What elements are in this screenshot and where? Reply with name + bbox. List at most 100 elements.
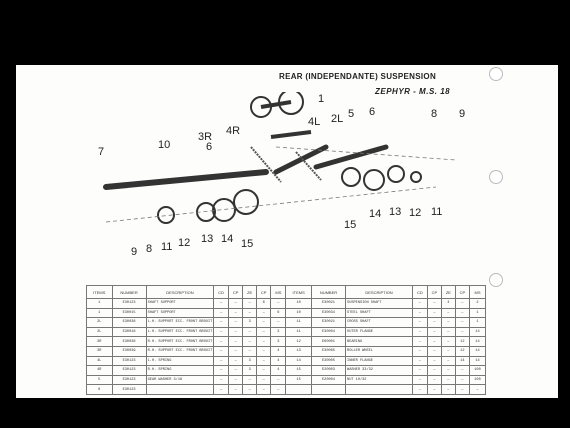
table-cell: SUSPENSION SHAFT (345, 298, 414, 309)
table-cell: L.H. SUPPORT ECC. FRONT BROUIT (145, 326, 215, 338)
table-cell: E30123 (111, 365, 147, 376)
table-cell: — (454, 384, 471, 395)
table-cell: — (255, 374, 272, 386)
table-cell: — (228, 345, 244, 357)
table-cell: E30038 (111, 336, 147, 347)
table-cell: — (228, 365, 244, 376)
table-cell: — (441, 307, 456, 319)
callout-label: 4R (226, 125, 240, 137)
col-header: CD (412, 285, 428, 299)
table-cell: CROSS SHAFT (345, 317, 414, 328)
table-cell: 3 (270, 336, 287, 347)
table-cell: — (255, 365, 272, 376)
table-cell: — (412, 384, 428, 395)
table-cell: — (242, 307, 257, 319)
table-cell: — (441, 384, 456, 395)
table-cell: GEAR WASHER 3/16 (145, 374, 215, 386)
table-cell: — (255, 384, 272, 395)
page-title: REAR (INDEPENDANTE) SUSPENSION (279, 72, 437, 81)
table-cell: 1 (86, 298, 113, 309)
table-cell: 11 (285, 317, 312, 328)
table-cell: — (242, 374, 257, 386)
table-cell: — (213, 345, 230, 357)
table-cell: SHAFT SUPPORT (145, 298, 215, 309)
table-cell: — (441, 374, 456, 386)
table-cell: 4 (270, 345, 287, 357)
col-header: ITEMS (86, 285, 113, 299)
callout-label: 8 (146, 243, 152, 255)
table-cell: — (255, 345, 272, 357)
table-cell: 2L (86, 317, 113, 328)
table-cell: 4R (86, 365, 113, 376)
table-cell: — (228, 326, 244, 338)
table-cell: 6 (255, 298, 272, 309)
table-cell: — (441, 326, 456, 338)
shaft-part (260, 100, 292, 109)
callout-label: 13 (389, 206, 401, 218)
table-cell: 12 (454, 345, 471, 357)
col-header: NUMBER (310, 285, 347, 299)
table-cell (345, 384, 414, 395)
wheel-part (233, 189, 259, 215)
binder-hole (489, 67, 503, 81)
table-cell: L.H. SUPPORT ECC. FRONT BROUIT (145, 317, 215, 328)
table-cell: — (441, 365, 456, 376)
table-cell: — (454, 365, 471, 376)
table-cell: — (441, 336, 456, 347)
table-cell: 4 (270, 355, 287, 367)
table-cell: — (255, 307, 272, 319)
table-header-row: ITEMS NUMBER DESCRIPTION CD CP ZE CP MS … (86, 285, 486, 299)
table-cell: — (412, 345, 428, 357)
table-cell: 3 (242, 355, 257, 367)
table-cell: E30123 (111, 374, 147, 386)
table-cell: — (469, 384, 486, 395)
table-cell: E30123 (111, 298, 147, 309)
table-cell: E30123 (111, 355, 147, 367)
table-cell: 3 (242, 317, 257, 328)
binder-hole (489, 170, 503, 184)
table-cell: 6 (86, 384, 113, 395)
table-cell: — (426, 336, 443, 347)
col-header: DESCRIPTION (345, 285, 414, 299)
callout-label: 9 (131, 246, 137, 258)
table-cell: 11 (285, 326, 312, 338)
table-cell: — (242, 345, 257, 357)
table-cell: 3 (270, 326, 287, 338)
table-cell: — (228, 298, 244, 309)
table-cell: — (213, 336, 230, 347)
callout-label: 14 (221, 233, 233, 245)
table-cell: E60001 (310, 336, 347, 347)
table-cell: E30018 (111, 326, 147, 338)
table-cell: 14 (469, 355, 486, 367)
table-cell: 1 (469, 317, 486, 328)
table-cell: — (454, 317, 471, 328)
table-cell: — (228, 336, 244, 347)
table-cell: — (213, 365, 230, 376)
table-cell: — (242, 298, 257, 309)
callout-label: 9 (459, 108, 465, 120)
table-cell (285, 384, 312, 395)
table-cell: — (454, 374, 471, 386)
table-cell: — (255, 317, 272, 328)
table-cell: — (454, 298, 471, 309)
table-cell: — (426, 326, 443, 338)
flange-part (157, 206, 175, 224)
flange-part (387, 165, 405, 183)
table-cell: 100 (469, 374, 486, 386)
wheel-part (363, 169, 385, 191)
table-cell: 1 (469, 307, 486, 319)
table-cell: 2L (86, 326, 113, 338)
table-cell: E20003 (310, 365, 347, 376)
table-cell: — (255, 355, 272, 367)
table-cell: 3R (86, 336, 113, 347)
callout-label: 5 (348, 108, 354, 120)
col-header: MS (469, 285, 486, 299)
